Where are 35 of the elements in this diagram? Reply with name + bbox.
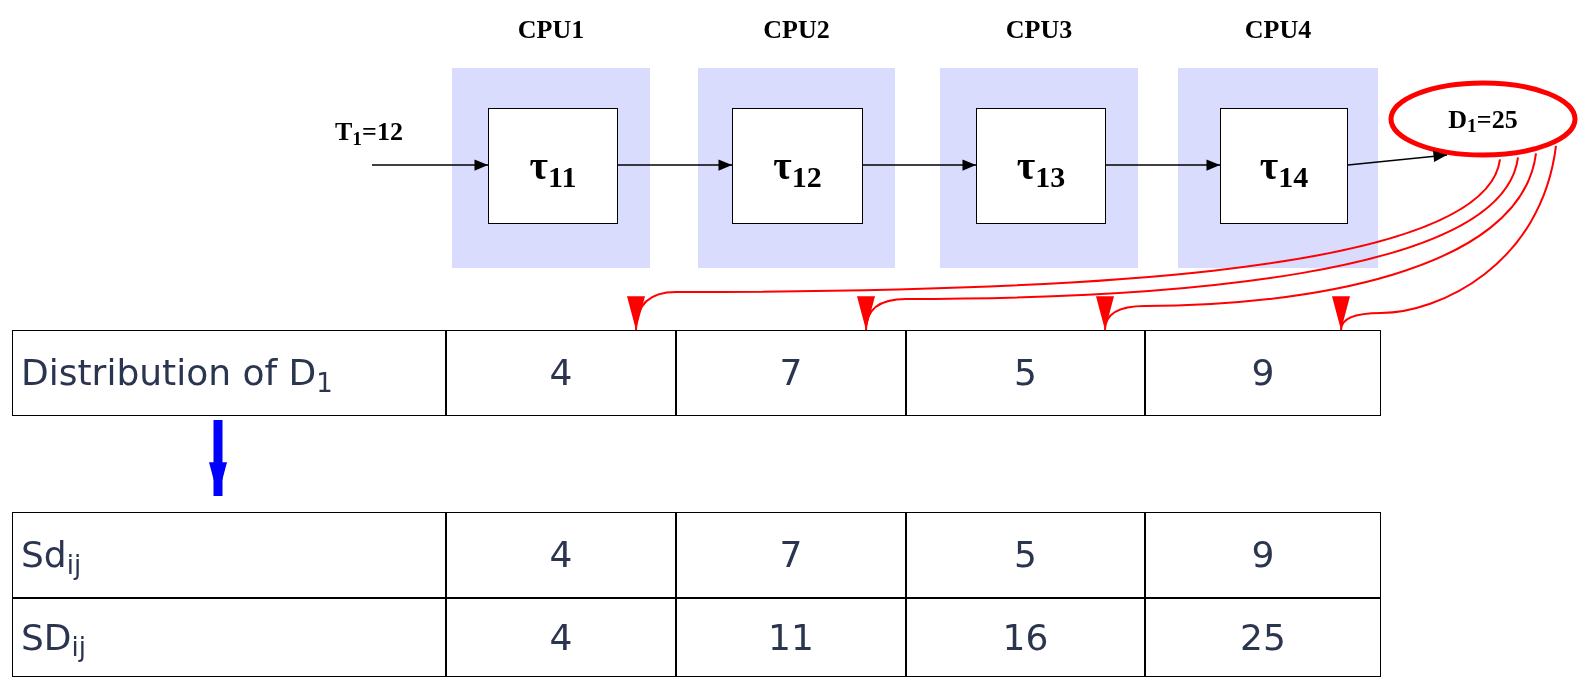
table-cell: 4 (446, 512, 676, 598)
arrow (1335, 144, 1557, 331)
table-cell: 11 (676, 598, 906, 677)
task-box: τ$_{14}$ (1220, 108, 1348, 224)
period-label: T$_{1}$=12 (335, 116, 403, 151)
arrow (371, 159, 489, 171)
arrow (862, 159, 977, 171)
table-cell: 16 (906, 598, 1145, 677)
arrow (628, 158, 1501, 331)
cpu-label: CPU1 (516, 14, 586, 46)
arrow (1105, 159, 1221, 171)
table-cell: 5 (906, 330, 1145, 416)
table-cell: 9 (1145, 512, 1381, 598)
table-cell: 4 (446, 598, 676, 677)
table-cell: 4 (446, 330, 676, 416)
arrow (209, 420, 227, 496)
arrow (617, 159, 733, 171)
table-cell: 9 (1145, 330, 1381, 416)
cpu-label: CPU3 (1004, 14, 1074, 46)
table-cell: 25 (1145, 598, 1381, 677)
task-box: τ$_{12}$ (732, 108, 863, 224)
arrow (1098, 152, 1537, 331)
arrow (858, 156, 1519, 331)
table-cell: 5 (906, 512, 1145, 598)
arrow (1347, 150, 1448, 166)
cpu-label: CPU2 (762, 14, 831, 46)
table-cell: SD$_{ij}$ (12, 598, 446, 677)
table-cell: Distribution of D$_{1}$ (12, 330, 446, 416)
table-cell: 7 (676, 512, 906, 598)
task-box: τ$_{11}$ (488, 108, 618, 224)
table-cell: 7 (676, 330, 906, 416)
cpu-label: CPU4 (1243, 14, 1313, 46)
deadline-label: D$_{1}$=25 (1448, 103, 1518, 139)
table-cell: Sd$_{ij}$ (12, 512, 446, 598)
task-box: τ$_{13}$ (976, 108, 1106, 224)
